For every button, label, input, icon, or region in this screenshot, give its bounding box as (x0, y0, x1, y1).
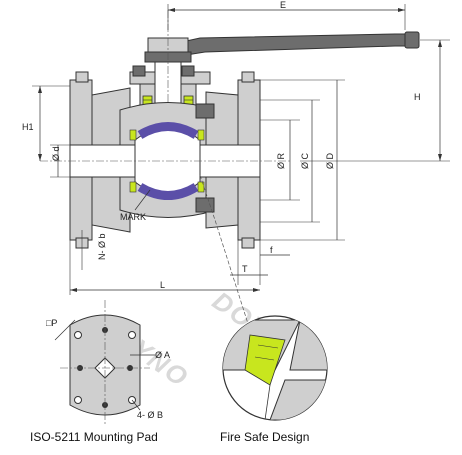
dim-label-H1: H1 (22, 122, 34, 132)
lever-handle (166, 31, 420, 57)
valve-body (40, 71, 290, 249)
dim-label-R: Ø R (276, 152, 286, 169)
dim-label-L: L (160, 280, 165, 290)
mark-label: MARK (120, 212, 146, 222)
dim-label-f: f (270, 245, 273, 255)
dim-label-H: H (414, 92, 421, 102)
caption-fire-safe: Fire Safe Design (220, 430, 309, 444)
dim-label-E: E (280, 0, 286, 10)
dim-label-T: T (242, 264, 248, 274)
mounting-pad-detail: □P Ø A 4- Ø B (46, 300, 170, 425)
dim-label-A: Ø A (155, 350, 170, 360)
dim-label-D: Ø D (325, 152, 335, 169)
dim-label-P: □P (46, 318, 57, 328)
caption-mounting-pad: ISO-5211 Mounting Pad (30, 430, 158, 444)
dim-label-N: N- Ø b (97, 233, 107, 260)
dim-label-d: Ø d (51, 146, 61, 161)
dim-label-C: Ø C (300, 152, 310, 169)
fire-safe-detail (222, 315, 328, 421)
dim-label-B: 4- Ø B (137, 410, 163, 420)
